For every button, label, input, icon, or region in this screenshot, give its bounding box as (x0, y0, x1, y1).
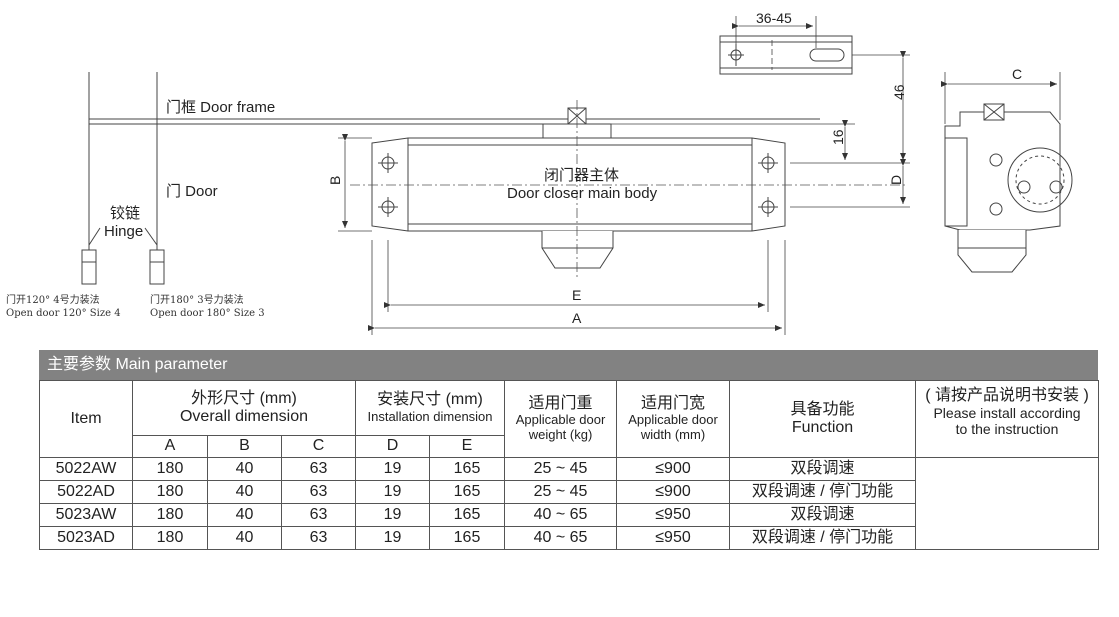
header-weight-en: Applicable door (515, 412, 606, 428)
header-function-en: Function (791, 419, 854, 436)
cell-item: 5022AD (39, 480, 133, 504)
header-overall-en: Overall dimension (179, 408, 309, 425)
header-e: E (429, 435, 506, 458)
header-c: C (280, 435, 357, 458)
cell-b: 40 (207, 457, 282, 481)
dim-46-label: 46 (891, 84, 907, 100)
subheader-row: A B C D E (40, 435, 1099, 458)
dim-b-label: B (327, 176, 343, 185)
cell-item: 5023AW (39, 503, 133, 527)
right-note-en: Open door 180° Size 3 (150, 308, 265, 319)
cell-item: 5023AD (39, 526, 133, 550)
cell-width: ≤950 (616, 526, 731, 550)
side-view (944, 103, 1073, 273)
right-note-cn: 门开180° 3号力装法 (150, 293, 244, 306)
header-row: Item 外形尺寸 (mm) Overall dimension 安装尺寸 (m… (39, 380, 1100, 458)
header-weight: 适用门重 Applicable door weight (kg) (504, 380, 618, 458)
closer-main-body (371, 107, 786, 269)
cell-function: 双段调速 (729, 457, 917, 481)
cell-d: 19 (355, 526, 431, 550)
header-install: 安装尺寸 (mm) Installation dimension (355, 380, 506, 436)
door-frame-label: 门框 Door frame (166, 99, 275, 116)
cell-d: 19 (355, 457, 431, 481)
cell-d: 19 (355, 480, 431, 504)
cell-b: 40 (207, 526, 282, 550)
table-row: 5023AW 180 40 63 19 165 40 ~ 65 ≤950 双段调… (39, 503, 1099, 527)
header-width-cn: 适用门宽 (641, 394, 706, 412)
cell-width: ≤900 (616, 457, 731, 481)
cell-weight: 25 ~ 45 (504, 480, 618, 504)
main-parameter-banner: 主要参数 Main parameter (39, 350, 1098, 380)
cell-a: 180 (132, 503, 208, 527)
cell-weight: 25 ~ 45 (504, 457, 618, 481)
table-row: 5023AD 180 40 63 19 165 40 ~ 65 ≤950 双段调… (39, 526, 1099, 550)
left-note-en: Open door 120° Size 4 (6, 308, 121, 319)
header-function-cn: 具备功能 (790, 400, 855, 418)
body-en-label: Door closer main body (507, 185, 658, 202)
mounting-bracket (719, 35, 853, 75)
cell-e: 165 (429, 480, 506, 504)
cell-width: ≤900 (616, 480, 731, 504)
table-row: 5022AD 180 40 63 19 165 25 ~ 45 ≤900 双段调… (39, 480, 1099, 504)
cell-c: 63 (280, 480, 357, 504)
main-parameter-section: 主要参数 Main parameter Item 外形尺寸 (mm) Overa… (39, 350, 1100, 550)
header-item: Item (39, 380, 133, 458)
door-label: 门 Door (166, 183, 218, 200)
dim-36-45-label: 36-45 (756, 10, 792, 26)
header-function: 具备功能 Function (729, 380, 917, 458)
technical-drawing: 门框 Door frame 门 Door 铰链 Hinge 门开120° 4号力… (6, 10, 1073, 335)
cell-e: 165 (429, 503, 506, 527)
cell-function: 双段调速 / 停门功能 (729, 480, 917, 504)
cell-function: 双段调速 / 停门功能 (729, 526, 917, 550)
header-weight-unit: weight (kg) (528, 427, 593, 443)
header-b: B (207, 435, 282, 458)
header-note-en1: Please install according (933, 405, 1081, 422)
cell-a: 180 (132, 526, 208, 550)
cell-b: 40 (207, 480, 282, 504)
hinge-en-label: Hinge (104, 223, 143, 240)
cell-weight: 40 ~ 65 (504, 503, 618, 527)
cell-c: 63 (280, 503, 357, 527)
hinge-cn-label: 铰链 (110, 204, 140, 222)
header-width-en: Applicable door (628, 412, 718, 428)
header-weight-cn: 适用门重 (528, 394, 593, 412)
header-note: ( 请按产品说明书安装 ) Please install according t… (915, 380, 1100, 458)
cell-d: 19 (355, 503, 431, 527)
dim-c-label: C (1012, 66, 1022, 82)
table-row: 5022AW 180 40 63 19 165 25 ~ 45 ≤900 双段调… (39, 457, 1100, 550)
header-overall: 外形尺寸 (mm) Overall dimension (131, 380, 357, 436)
cell-e: 165 (429, 457, 506, 481)
table-body: 5022AW 180 40 63 19 165 25 ~ 45 ≤900 双段调… (39, 457, 1100, 550)
hinge-diagram (81, 72, 820, 285)
header-overall-cn: 外形尺寸 (mm) (191, 389, 297, 407)
cell-note-blank (915, 457, 1100, 550)
header-a: A (132, 435, 208, 458)
dim-e-label: E (572, 287, 581, 303)
dim-a-label: A (572, 310, 582, 326)
cell-function: 双段调速 (729, 503, 917, 527)
header-note-en2: to the instruction (955, 421, 1059, 438)
header-install-cn: 安装尺寸 (mm) (377, 391, 483, 409)
header-width-unit: width (mm) (640, 427, 706, 443)
dim-d-label: D (888, 175, 904, 185)
main-parameter-table: Item 外形尺寸 (mm) Overall dimension 安装尺寸 (m… (39, 380, 1100, 550)
cell-weight: 40 ~ 65 (504, 526, 618, 550)
cell-c: 63 (280, 526, 357, 550)
header-width: 适用门宽 Applicable door width (mm) (616, 380, 731, 458)
cell-a: 180 (132, 457, 208, 481)
body-cn-label: 闭门器主体 (544, 167, 619, 184)
cell-width: ≤950 (616, 503, 731, 527)
cell-b: 40 (207, 503, 282, 527)
left-note-cn: 门开120° 4号力装法 (6, 293, 100, 306)
cell-item: 5022AW (39, 457, 133, 481)
header-install-en: Installation dimension (367, 408, 493, 424)
cell-a: 180 (132, 480, 208, 504)
dim-16-label: 16 (830, 129, 846, 145)
cell-c: 63 (280, 457, 357, 481)
header-d: D (355, 435, 431, 458)
cell-e: 165 (429, 526, 506, 550)
header-note-cn: ( 请按产品说明书安装 ) (925, 387, 1089, 404)
